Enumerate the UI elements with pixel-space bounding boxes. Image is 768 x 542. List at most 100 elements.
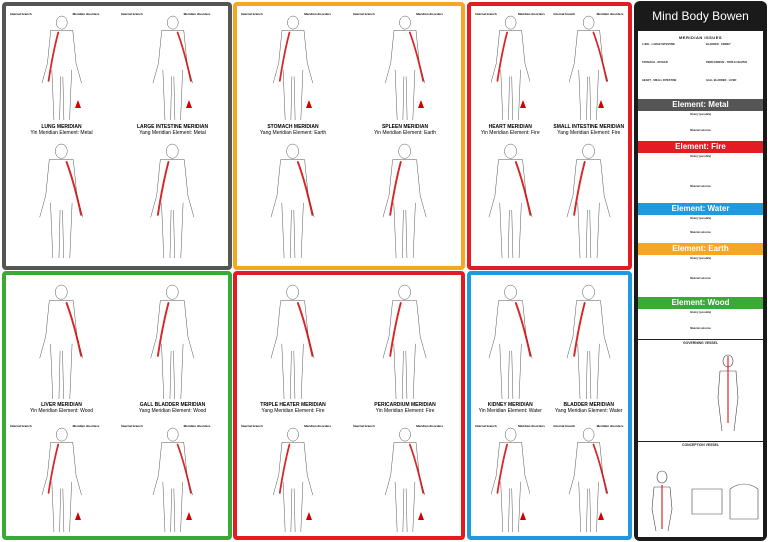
metal-history-label: History (possible) xyxy=(689,113,712,116)
meridian-panel: Internal branch Meridian disorders LIVER M… xyxy=(2,271,232,540)
warning-triangle-icon xyxy=(598,100,605,108)
muscle-body-figure xyxy=(487,279,534,404)
muscle-body-figure xyxy=(565,138,612,263)
water-material-label: Material outcome xyxy=(690,231,711,234)
element-metal-bar: Element: Metal xyxy=(638,99,763,111)
meridian-element: Element: Metal xyxy=(172,130,206,136)
meridian-element: Element: Water xyxy=(507,408,542,414)
meridian-type: Yin Meridian xyxy=(30,130,58,136)
warning-triangle-icon xyxy=(306,100,313,108)
meridian-body-figure xyxy=(490,10,531,125)
meridian-name: SPLEEN MERIDIAN xyxy=(381,124,429,130)
meridian-element: Element: Earth xyxy=(293,130,327,136)
side-content: MERIDIAN ISSUES LUNG - LARGE INTESTINE B… xyxy=(638,31,763,537)
meridian-body-figure xyxy=(377,422,433,536)
meridian-disorders-label: Meridian disorders xyxy=(72,424,100,428)
meridian-disorders-label: Meridian disorders xyxy=(304,424,332,428)
meridian-disorders-label: Meridian disorders xyxy=(416,424,444,428)
meridian-disorders-label: Meridian disorders xyxy=(183,424,211,428)
meridian-panel: Internal branch Meridian disorders KIDNEY … xyxy=(467,271,632,540)
meridian-type: Yin Meridian xyxy=(29,408,58,414)
meridian-disorders-label: Meridian disorders xyxy=(518,424,545,428)
meridian-body-figure xyxy=(34,10,90,125)
muscle-body-figure xyxy=(28,279,95,404)
warning-triangle-icon xyxy=(74,100,81,108)
pair-2-left: STOMACH - SPLEEN xyxy=(642,61,668,64)
internal-branch-label: Internal branch xyxy=(553,12,576,16)
side-title: Mind Body Bowen xyxy=(652,9,749,23)
meridian-type: Yang Meridian xyxy=(261,408,294,414)
meridian-body-figure xyxy=(265,10,321,125)
meridian-element: Element: Fire xyxy=(509,130,540,136)
meridian-element: Element: Metal xyxy=(59,130,93,136)
fire-material-label: Material outcome xyxy=(690,185,711,188)
element-wood-bar: Element: Wood xyxy=(638,297,763,309)
meridian-type: Yang Meridian xyxy=(557,130,590,136)
muscle-body-figure xyxy=(565,279,612,404)
pair-3-right: GALL BLADDER - LIVER xyxy=(706,79,737,82)
meridian-name: SMALL INTESTINE MERIDIAN xyxy=(553,124,625,130)
warning-triangle-icon xyxy=(519,512,526,520)
muscle-body-figure xyxy=(28,138,95,263)
meridian-element: Element: Earth xyxy=(402,130,437,136)
metal-material-label: Material outcome xyxy=(690,129,711,132)
meridian-element: Element: Fire xyxy=(590,130,621,136)
internal-branch-label: Internal branch xyxy=(121,12,143,16)
conception-vessel-figures xyxy=(651,470,759,532)
meridian-name: KIDNEY MERIDIAN xyxy=(487,402,533,408)
meridian-disorders-label: Meridian disorders xyxy=(596,12,624,16)
meridian-body-figure xyxy=(490,422,531,536)
muscle-body-figure xyxy=(139,279,206,404)
meridian-element: Element: Wood xyxy=(172,408,207,414)
meridian-type: Yang Meridian xyxy=(138,408,171,414)
element-earth-bar: Element: Earth xyxy=(638,243,763,255)
meridian-disorders-label: Meridian disorders xyxy=(72,12,100,16)
meridian-name: LIVER MERIDIAN xyxy=(41,402,82,408)
wood-material-label: Material outcome xyxy=(690,327,711,330)
meridian-type: Yin Meridian xyxy=(375,408,404,414)
meridian-body-figure xyxy=(145,10,201,125)
meridian-body-figure xyxy=(568,10,609,125)
internal-branch-label: Internal branch xyxy=(10,424,32,428)
meridian-name: TRIPLE HEATER MERIDIAN xyxy=(260,402,326,408)
meridian-type: Yin Meridian xyxy=(478,408,507,414)
meridian-body-figure xyxy=(377,10,433,125)
meridian-name: LARGE INTESTINE MERIDIAN xyxy=(136,124,209,130)
governing-vessel-figure xyxy=(717,354,739,432)
meridian-name: GALL BLADDER MERIDIAN xyxy=(139,402,206,408)
pair-2-right: PERICARDIUM - TRIPLE HEATER xyxy=(706,61,748,64)
meridian-disorders-label: Meridian disorders xyxy=(183,12,211,16)
pair-1-left: LUNG - LARGE INTESTINE xyxy=(642,43,675,46)
meridian-element: Element: Fire xyxy=(294,408,325,414)
divider xyxy=(638,339,763,340)
meridian-disorders-label: Meridian disorders xyxy=(596,424,624,428)
meridian-element: Element: Water xyxy=(588,408,623,414)
warning-triangle-icon xyxy=(306,512,313,520)
water-history-label: History (possible) xyxy=(689,217,712,220)
element-fire-bar: Element: Fire xyxy=(638,141,763,153)
governing-vessel-heading: GOVERNING VESSEL xyxy=(682,341,719,345)
internal-branch-label: Internal branch xyxy=(353,424,375,428)
muscle-body-figure xyxy=(371,138,438,263)
meridian-name: LUNG MERIDIAN xyxy=(41,124,82,130)
element-water-bar: Element: Water xyxy=(638,203,763,215)
internal-branch-label: Internal branch xyxy=(553,424,576,428)
muscle-body-figure xyxy=(259,279,326,404)
warning-triangle-icon xyxy=(418,100,425,108)
internal-branch-label: Internal branch xyxy=(475,424,497,428)
meridian-element: Element: Wood xyxy=(58,408,94,414)
internal-branch-label: Internal branch xyxy=(121,424,143,428)
internal-branch-label: Internal branch xyxy=(241,424,263,428)
meridian-body-figure xyxy=(145,422,201,536)
